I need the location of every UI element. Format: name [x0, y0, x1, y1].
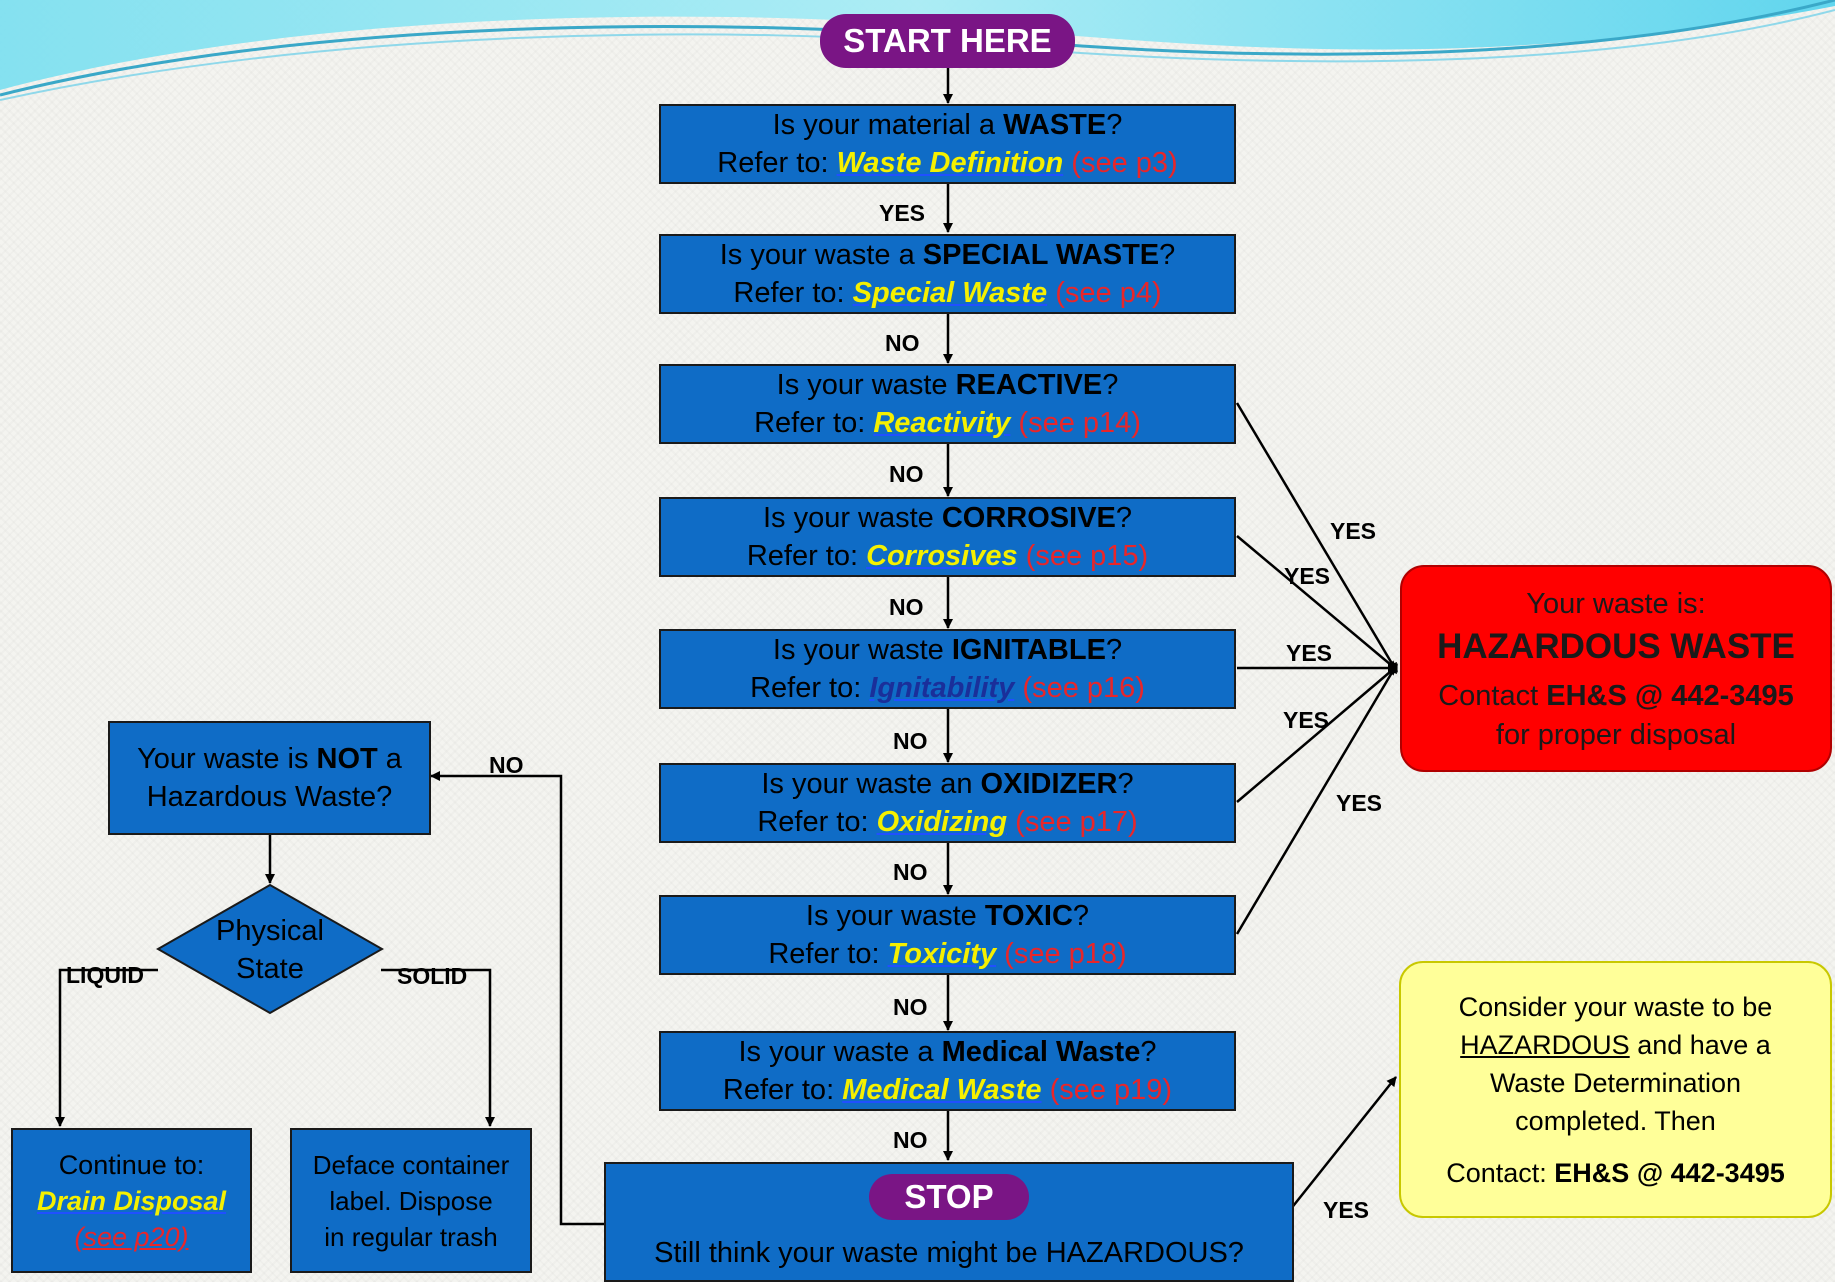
yes-label-ignitable: YES [1286, 640, 1333, 666]
liquid-label: LIQUID [66, 962, 144, 988]
question-box-reactive[interactable]: Is your waste REACTIVE? Refer to: Reacti… [659, 364, 1236, 444]
link-medical-waste[interactable]: Medical Waste [842, 1074, 1042, 1106]
arrow-reactive-yes [1235, 402, 1399, 673]
question-box-special-waste[interactable]: Is your waste a SPECIAL WASTE? Refer to:… [659, 234, 1236, 314]
arrow-solid [381, 968, 495, 1127]
flow-label-no: NO [885, 330, 920, 356]
flow-label-no: NO [889, 594, 924, 620]
link-waste-definition[interactable]: Waste Definition [836, 147, 1064, 179]
yes-label-oxidizer: YES [1283, 707, 1330, 733]
flow-label-no: NO [889, 461, 924, 487]
regular-trash-box[interactable]: Deface container label. Dispose in regul… [290, 1128, 532, 1273]
flow-label-no: NO [893, 1127, 928, 1153]
yes-label-toxic: YES [1336, 790, 1383, 816]
flow-label-no: NO [893, 728, 928, 754]
question-box-toxic[interactable]: Is your waste TOXIC? Refer to: Toxicity … [659, 895, 1236, 975]
drain-disposal-box[interactable]: Continue to: Drain Disposal (see p20) [11, 1128, 252, 1273]
yes-label-corrosive: YES [1284, 563, 1331, 589]
flow-label-yes: YES [879, 200, 926, 226]
link-special-waste[interactable]: Special Waste [852, 277, 1048, 309]
link-toxicity[interactable]: Toxicity [887, 938, 997, 970]
question-box-medical-waste[interactable]: Is your waste a Medical Waste? Refer to:… [659, 1031, 1236, 1111]
stop-question: Still think your waste might be HAZARDOU… [654, 1237, 1244, 1269]
arrow-oxidizer-yes [1236, 665, 1398, 803]
flow-label-no: NO [893, 994, 928, 1020]
question-box-waste[interactable]: Is your material a WASTE? Refer to: Wast… [659, 104, 1236, 184]
stop-box[interactable]: STOP Still think your waste might be HAZ… [604, 1162, 1294, 1282]
question-box-oxidizer[interactable]: Is your waste an OXIDIZER? Refer to: Oxi… [659, 763, 1236, 843]
link-corrosives[interactable]: Corrosives [866, 540, 1018, 572]
link-oxidizing[interactable]: Oxidizing [876, 806, 1008, 838]
not-hazardous-box[interactable]: Your waste is NOT a Hazardous Waste? [108, 721, 431, 835]
yes-label-reactive: YES [1330, 518, 1377, 544]
physical-state-label: Physical State [216, 915, 324, 985]
physical-state-diamond [155, 883, 385, 1015]
link-drain-disposal[interactable]: Drain Disposal [36, 1185, 227, 1216]
arrow-liquid [55, 968, 158, 1127]
stop-yes-label: YES [1323, 1197, 1370, 1223]
solid-label: SOLID [397, 963, 468, 989]
link-reactivity[interactable]: Reactivity [873, 407, 1011, 439]
arrow-stop-no [430, 771, 604, 1226]
arrow-stop-yes [1289, 1076, 1397, 1211]
question-box-corrosive[interactable]: Is your waste CORROSIVE? Refer to: Corro… [659, 497, 1236, 577]
stop-no-label: NO [489, 752, 524, 778]
question-box-ignitable[interactable]: Is your waste IGNITABLE? Refer to: Ignit… [659, 629, 1236, 709]
flow-label-no: NO [893, 859, 928, 885]
start-here-badge: START HERE [820, 14, 1075, 68]
link-ignitability[interactable]: Ignitability [869, 672, 1015, 704]
arrow-corrosive-yes [1236, 535, 1398, 671]
arrow-toxic-yes [1235, 663, 1399, 935]
hazardous-waste-box: Your waste is: HAZARDOUS WASTE Contact E… [1400, 565, 1832, 772]
consider-hazardous-box: Consider your waste to be HAZARDOUS and … [1399, 961, 1832, 1218]
stop-badge: STOP [869, 1174, 1029, 1220]
